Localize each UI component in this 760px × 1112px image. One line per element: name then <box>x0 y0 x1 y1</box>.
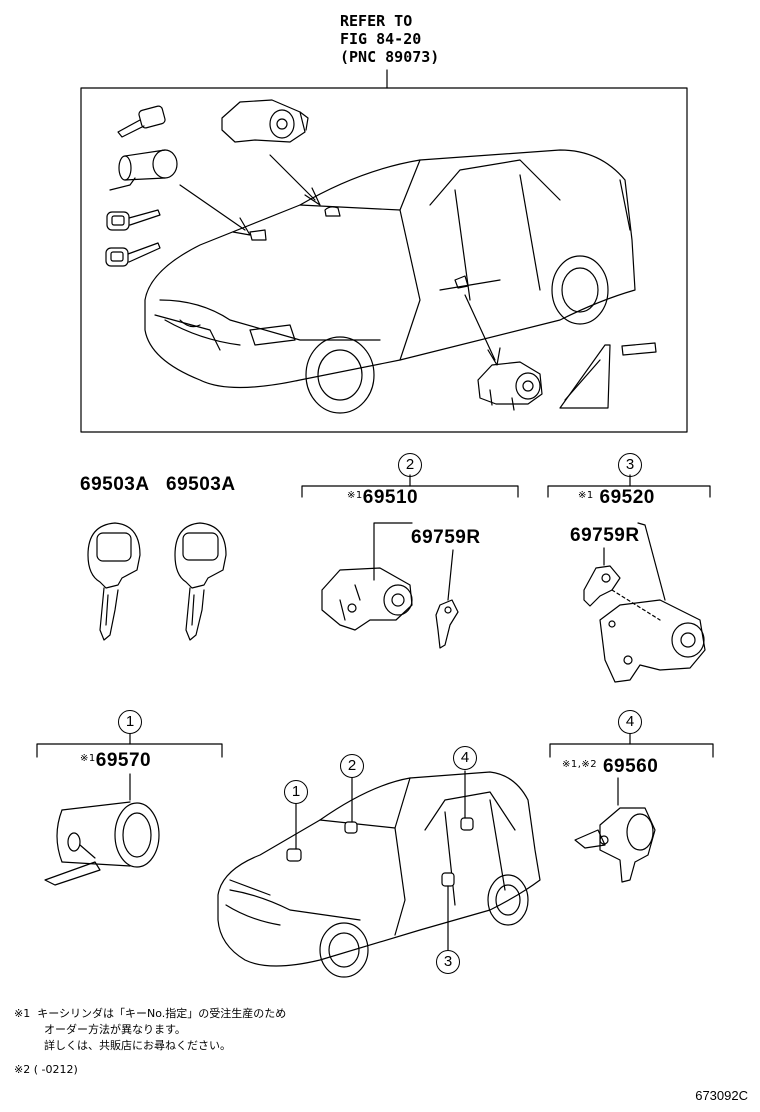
refer-line-3: (PNC 89073) <box>340 48 440 66</box>
callout-3-label: ※1 69520 <box>578 487 655 509</box>
arrow-2 <box>270 155 320 205</box>
part-number-69759R-a: 69759R <box>411 527 481 548</box>
part-number-69570: 69570 <box>95 750 152 771</box>
callout-circle-2: 2 <box>398 453 422 477</box>
callout-circle-3: 3 <box>618 453 642 477</box>
callout-circle-4: 4 <box>618 710 642 734</box>
overview-frame <box>81 88 687 432</box>
footnote-1: ※1 キーシリンダは「キーNo.指定」の受注生産のため オーダー方法が異なります… <box>14 1006 414 1054</box>
part-number-69759R-b: 69759R <box>570 525 640 546</box>
note-mark: ※1 <box>347 490 363 501</box>
location-circle-4: 4 <box>453 746 477 770</box>
part-number-69520: 69520 <box>599 487 655 508</box>
lever-69759R-a <box>436 600 458 648</box>
callout-1-label: ※169570 <box>80 750 151 772</box>
note-mark: ※1 <box>578 490 594 501</box>
marker-3-spot <box>442 873 454 886</box>
figure-code: 673092C <box>695 1088 748 1103</box>
note-mark: ※1,※2 <box>562 759 598 770</box>
footnote-1-line-2: オーダー方法が異なります。 <box>44 1023 186 1036</box>
small-door-cyl-side <box>478 362 542 410</box>
location-circle-2: 2 <box>340 754 364 778</box>
footnote-1-line-1: キーシリンダは「キーNo.指定」の受注生産のため <box>37 1007 287 1020</box>
bracket-3 <box>548 486 710 497</box>
small-door-cyl-top <box>222 100 308 142</box>
note-mark: ※1 <box>80 753 96 764</box>
key-69503A-right <box>175 523 226 640</box>
callout-2-label: ※169510 <box>347 487 418 509</box>
rear-panel-piece <box>560 345 610 408</box>
refer-line-2: FIG 84-20 <box>340 30 422 48</box>
footnote-1-line-3: 詳しくは、共販店にお尋ねください。 <box>44 1039 231 1052</box>
small-key-1 <box>118 105 166 137</box>
arrow-3 <box>465 295 500 365</box>
callout-circle-1: 1 <box>118 710 142 734</box>
callout-4-label: ※1,※2 69560 <box>562 756 658 778</box>
lever-69759R-b <box>584 566 620 606</box>
door-lock-cylinder-69520 <box>600 600 705 682</box>
small-key-2 <box>107 210 160 230</box>
ignition-cylinder-69570 <box>45 802 159 885</box>
key-69503A-left <box>88 523 140 640</box>
footnote-1-mark: ※1 <box>14 1007 31 1020</box>
refer-to-note: REFER TO FIG 84-20 (PNC 89073) <box>340 12 460 66</box>
small-key-3 <box>106 243 160 266</box>
location-circle-1: 1 <box>284 780 308 804</box>
part-number-69510: 69510 <box>362 487 419 508</box>
footnote-2-text: ( -0212) <box>33 1063 78 1076</box>
marker-1-spot <box>287 849 301 861</box>
location-circle-3: 3 <box>436 950 460 974</box>
arrow-1 <box>180 185 250 235</box>
marker-4-spot <box>461 818 473 830</box>
overview-car-outline <box>145 150 635 413</box>
bracket-4 <box>550 744 713 757</box>
footnote-2: ※2 ( -0212) <box>14 1062 78 1078</box>
small-ignition-cyl <box>110 150 177 190</box>
part-number-key-left: 69503A <box>80 474 150 495</box>
door-lock-cylinder-69510 <box>322 568 412 630</box>
marker-2-spot <box>345 822 357 833</box>
part-number-69560: 69560 <box>602 756 659 777</box>
door-cylinder-69560 <box>575 808 655 882</box>
location-car-outline <box>218 772 540 977</box>
key-plate <box>622 343 656 355</box>
footnote-2-mark: ※2 <box>14 1063 31 1076</box>
refer-line-1: REFER TO <box>340 12 413 30</box>
part-number-key-right: 69503A <box>166 474 236 495</box>
